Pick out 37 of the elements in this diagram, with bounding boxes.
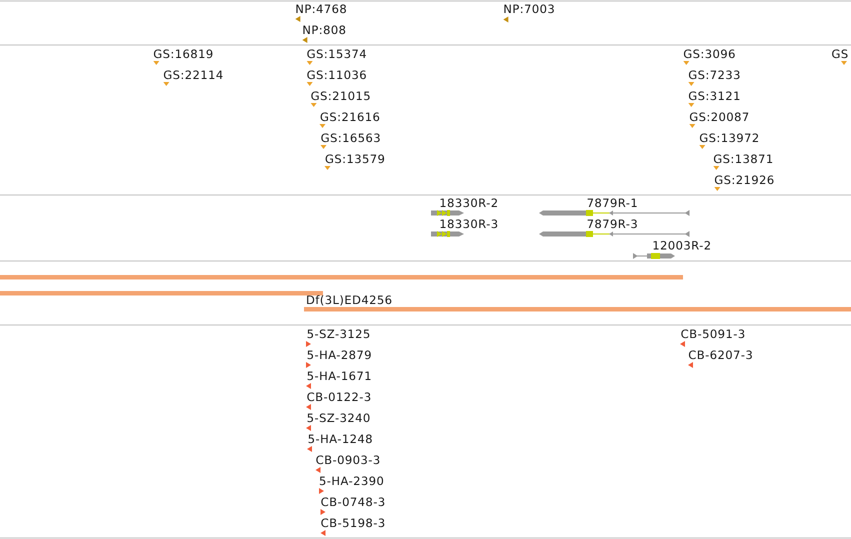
feature-label: GS:13972 — [700, 133, 758, 142]
feature-label: GS:15374 — [307, 49, 366, 58]
feature-label: NP:7003 — [504, 4, 554, 14]
feature-label: 7879R-1 — [588, 198, 637, 208]
feature-label: 7879R-3 — [588, 219, 637, 228]
feature-label: CB-0903-3 — [316, 455, 380, 464]
feature-label: 5-SZ-3240 — [308, 413, 370, 422]
feature-label: 5-HA-2879 — [308, 350, 371, 360]
feature-label: GS:13871 — [714, 154, 772, 164]
feature-label: GS — [832, 49, 848, 58]
feature-label: GS:22114 — [164, 70, 223, 80]
feature-label: CB-0748-3 — [321, 497, 384, 506]
feature-label: GS:21926 — [714, 175, 774, 184]
feature-label: 5-HA-2390 — [320, 476, 384, 486]
feature-label: 18330R-2 — [440, 198, 497, 208]
feature-label: GS:3121 — [688, 91, 740, 100]
feature-label: CB-0122-3 — [307, 392, 370, 402]
feature-label: CB-6207-3 — [688, 350, 752, 360]
feature-label: 5-SZ-3125 — [308, 329, 370, 338]
feature-label: GS:7233 — [688, 70, 740, 80]
feature-label: 12003R-2 — [654, 240, 710, 250]
feature-label: 5-HA-1671 — [308, 371, 370, 380]
feature-label: GS:20087 — [690, 112, 748, 122]
feature-label: NP:4768 — [296, 4, 346, 14]
feature-label: GS:3096 — [684, 49, 735, 58]
feature-label: GS:21015 — [311, 91, 370, 100]
feature-label: CB-5091-3 — [681, 329, 744, 338]
feature-label: NP:808 — [303, 25, 346, 34]
feature-label: GS:21616 — [320, 112, 380, 122]
feature-label: GS:11036 — [307, 70, 366, 80]
feature-label: GS:13579 — [326, 154, 384, 164]
feature-label: 18330R-3 — [440, 219, 498, 228]
feature-label: GS:16819 — [154, 49, 212, 58]
feature-label: 5-HA-1248 — [308, 434, 372, 444]
feature-label: CB-5198-3 — [321, 518, 384, 528]
feature-label: Df(3L)ED4256 — [307, 295, 392, 306]
feature-label: GS:16563 — [321, 133, 380, 142]
